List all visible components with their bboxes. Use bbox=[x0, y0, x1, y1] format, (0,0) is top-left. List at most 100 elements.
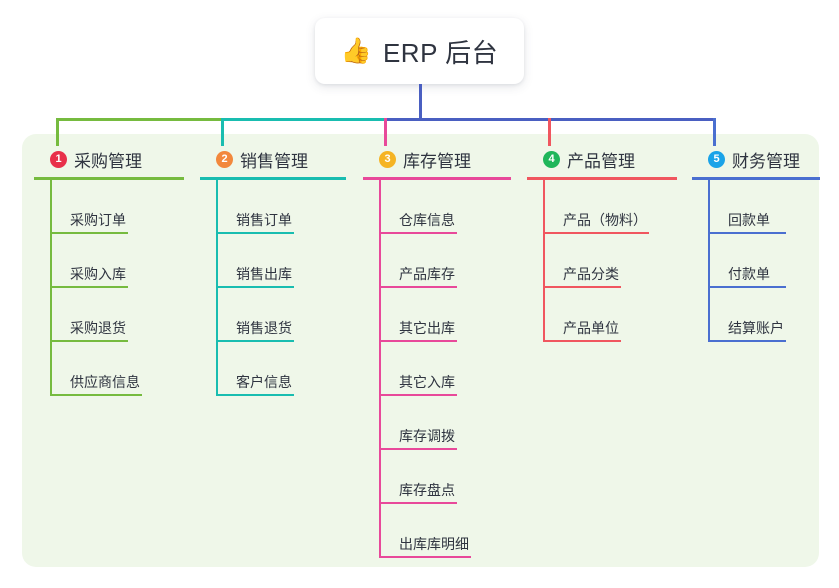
leaf-item-rule bbox=[708, 340, 786, 342]
leaf-item[interactable]: 销售退货 bbox=[216, 288, 346, 342]
leaf-item-rule bbox=[708, 232, 786, 234]
column-rule-2 bbox=[200, 177, 346, 180]
leaf-item[interactable]: 客户信息 bbox=[216, 342, 346, 396]
leaf-item-label: 销售退货 bbox=[236, 320, 292, 336]
leaf-item-rule bbox=[379, 232, 457, 234]
leaf-item-label: 销售订单 bbox=[236, 212, 292, 228]
leaf-item-label: 出库库明细 bbox=[399, 536, 469, 552]
trunk-segment-4 bbox=[548, 118, 715, 121]
leaf-item-label: 回款单 bbox=[728, 212, 770, 228]
column-header-2[interactable]: 2 销售管理 bbox=[200, 146, 346, 172]
leaf-item-label: 产品单位 bbox=[563, 320, 619, 336]
leaf-item-label: 其它入库 bbox=[399, 374, 455, 390]
leaf-item[interactable]: 库存调拨 bbox=[379, 396, 511, 450]
column-title-5: 财务管理 bbox=[732, 151, 800, 171]
leaf-item-rule bbox=[708, 286, 786, 288]
thumbs-up-icon: 👍 bbox=[340, 36, 372, 65]
mindmap-background-panel bbox=[22, 134, 819, 567]
column-stub-3 bbox=[384, 118, 387, 146]
leaf-item-rule bbox=[50, 394, 142, 396]
leaf-item[interactable]: 付款单 bbox=[708, 234, 820, 288]
leaf-item[interactable]: 结算账户 bbox=[708, 288, 820, 342]
leaf-item-rule bbox=[379, 556, 471, 558]
leaf-item-rule bbox=[50, 340, 128, 342]
column-badge-1: 1 bbox=[50, 150, 67, 168]
leaf-item-rule bbox=[379, 448, 457, 450]
leaf-item-rule bbox=[543, 232, 649, 234]
column-items-2: 销售订单销售出库销售退货客户信息 bbox=[216, 180, 346, 396]
branch-column-2: 2 销售管理销售订单销售出库销售退货客户信息 bbox=[200, 146, 346, 396]
leaf-item-label: 结算账户 bbox=[728, 320, 784, 336]
leaf-item-rule bbox=[216, 340, 294, 342]
leaf-item[interactable]: 销售出库 bbox=[216, 234, 346, 288]
column-spine-5 bbox=[708, 180, 710, 342]
leaf-item-rule bbox=[379, 340, 457, 342]
column-title-4: 产品管理 bbox=[567, 151, 635, 171]
column-title-3: 库存管理 bbox=[403, 151, 471, 171]
leaf-item[interactable]: 供应商信息 bbox=[50, 342, 184, 396]
leaf-item-label: 产品（物料） bbox=[563, 212, 647, 228]
leaf-item[interactable]: 仓库信息 bbox=[379, 180, 511, 234]
column-stub-2 bbox=[221, 118, 224, 146]
leaf-item-label: 仓库信息 bbox=[399, 212, 455, 228]
trunk-segment-1 bbox=[56, 118, 223, 121]
leaf-item[interactable]: 采购入库 bbox=[50, 234, 184, 288]
column-rule-1 bbox=[34, 177, 184, 180]
leaf-item-rule bbox=[216, 232, 294, 234]
leaf-item-rule bbox=[50, 232, 128, 234]
trunk-segment-2 bbox=[221, 118, 386, 121]
column-spine-4 bbox=[543, 180, 545, 342]
root-node-content: 👍 ERP 后台 bbox=[341, 33, 498, 70]
leaf-item-label: 销售出库 bbox=[236, 266, 292, 282]
leaf-item[interactable]: 出库库明细 bbox=[379, 504, 511, 558]
leaf-item[interactable]: 产品单位 bbox=[543, 288, 677, 342]
column-title-2: 销售管理 bbox=[240, 151, 308, 171]
leaf-item[interactable]: 库存盘点 bbox=[379, 450, 511, 504]
leaf-item-label: 其它出库 bbox=[399, 320, 455, 336]
branch-column-1: 1 采购管理采购订单采购入库采购退货供应商信息 bbox=[34, 146, 184, 396]
leaf-item-rule bbox=[216, 286, 294, 288]
column-header-1[interactable]: 1 采购管理 bbox=[34, 146, 184, 172]
leaf-item-rule bbox=[379, 286, 457, 288]
root-node[interactable]: 👍 ERP 后台 bbox=[315, 18, 524, 84]
column-items-5: 回款单付款单结算账户 bbox=[708, 180, 820, 342]
column-items-3: 仓库信息产品库存其它出库其它入库库存调拨库存盘点出库库明细 bbox=[379, 180, 511, 558]
column-items-1: 采购订单采购入库采购退货供应商信息 bbox=[50, 180, 184, 396]
column-stub-1 bbox=[56, 118, 59, 146]
leaf-item[interactable]: 产品库存 bbox=[379, 234, 511, 288]
trunk-segment-3 bbox=[384, 118, 550, 121]
leaf-item-label: 产品分类 bbox=[563, 266, 619, 282]
column-spine-2 bbox=[216, 180, 218, 396]
leaf-item[interactable]: 其它入库 bbox=[379, 342, 511, 396]
leaf-item[interactable]: 其它出库 bbox=[379, 288, 511, 342]
leaf-item-rule bbox=[543, 340, 621, 342]
column-badge-2: 2 bbox=[216, 150, 233, 168]
leaf-item[interactable]: 回款单 bbox=[708, 180, 820, 234]
leaf-item-label: 客户信息 bbox=[236, 374, 292, 390]
leaf-item-label: 供应商信息 bbox=[70, 374, 140, 390]
leaf-item-label: 库存调拨 bbox=[399, 428, 455, 444]
column-rule-4 bbox=[527, 177, 677, 180]
column-stub-5 bbox=[713, 118, 716, 146]
leaf-item[interactable]: 采购订单 bbox=[50, 180, 184, 234]
column-spine-1 bbox=[50, 180, 52, 396]
leaf-item[interactable]: 产品（物料） bbox=[543, 180, 677, 234]
leaf-item-rule bbox=[379, 394, 457, 396]
column-items-4: 产品（物料） 产品分类产品单位 bbox=[543, 180, 677, 342]
leaf-item[interactable]: 产品分类 bbox=[543, 234, 677, 288]
leaf-item[interactable]: 销售订单 bbox=[216, 180, 346, 234]
leaf-item-label: 采购入库 bbox=[70, 266, 126, 282]
leaf-item[interactable]: 采购退货 bbox=[50, 288, 184, 342]
leaf-item-label: 采购订单 bbox=[70, 212, 126, 228]
column-title-1: 采购管理 bbox=[74, 151, 142, 171]
leaf-item-label: 采购退货 bbox=[70, 320, 126, 336]
column-rule-3 bbox=[363, 177, 511, 180]
column-stub-4 bbox=[548, 118, 551, 146]
